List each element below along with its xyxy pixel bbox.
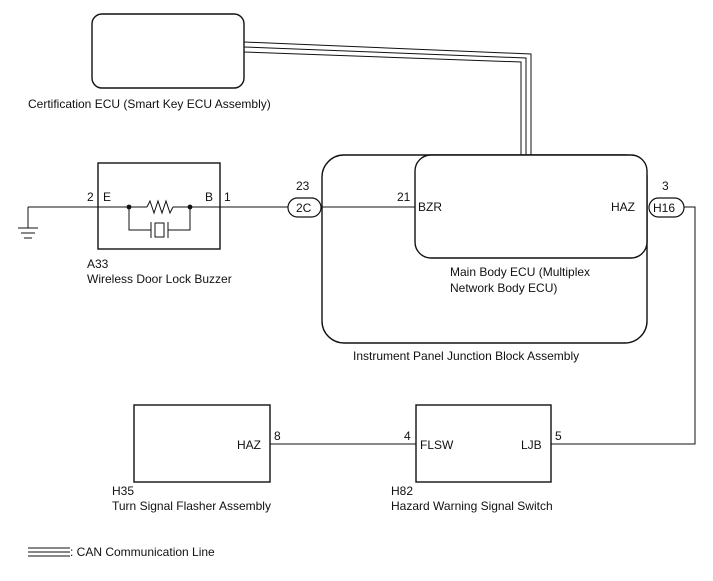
hazard-switch-pin-flsw-name: FLSW — [420, 438, 454, 452]
buzzer-box — [97, 162, 221, 250]
legend-can-label: : CAN Communication Line — [70, 545, 215, 559]
buzzer-pin-right-name: B — [205, 190, 213, 204]
buzzer-pin-left-num: 2 — [87, 190, 94, 204]
main-body-ecu-label-line2: Network Body ECU) — [450, 281, 557, 295]
certification-ecu-box — [91, 13, 245, 89]
legend-can-symbol — [28, 547, 70, 557]
hazard-switch-pin-flsw-num: 4 — [404, 429, 411, 443]
can-bus-lines — [243, 41, 532, 155]
hazard-switch-pin-ljb-name: LJB — [521, 438, 542, 452]
hazard-switch-box — [415, 404, 552, 483]
buzzer-pin-right-num: 1 — [224, 190, 231, 204]
connector-2c-label: 2C — [296, 201, 312, 215]
flasher-pin-haz-num: 8 — [274, 429, 281, 443]
hazard-switch-pin-ljb-num: 5 — [555, 429, 562, 443]
connector-2c-pin: 23 — [296, 179, 310, 193]
flasher-pin-haz-name: HAZ — [237, 438, 261, 452]
hazard-switch-label: Hazard Warning Signal Switch — [391, 499, 553, 513]
ground-symbol — [18, 207, 38, 239]
flasher-code: H35 — [112, 484, 134, 498]
resistor-icon — [146, 199, 174, 215]
buzzer-code: A33 — [87, 257, 109, 271]
junction-block-label: Instrument Panel Junction Block Assembly — [353, 349, 579, 363]
wire-h16-ljb — [551, 206, 696, 445]
connector-h16-label: H16 — [653, 201, 675, 215]
flasher-label: Turn Signal Flasher Assembly — [112, 499, 271, 513]
main-body-ecu-label-line1: Main Body ECU (Multiplex — [450, 265, 590, 279]
flasher-box — [133, 404, 271, 483]
certification-ecu-label: Certification ECU (Smart Key ECU Assembl… — [28, 97, 271, 111]
buzzer-pin-left-name: E — [103, 190, 111, 204]
piezo-element-icon — [154, 222, 165, 238]
buzzer-internal-circuit — [98, 199, 220, 238]
hazard-switch-code: H82 — [391, 484, 413, 498]
main-body-ecu-pin-bzr-name: BZR — [418, 200, 442, 214]
connector-h16-pin: 3 — [662, 179, 669, 193]
main-body-ecu-pin-haz-name: HAZ — [611, 200, 635, 214]
buzzer-label: Wireless Door Lock Buzzer — [87, 272, 232, 286]
main-body-ecu-pin-bzr-num: 21 — [397, 190, 411, 204]
